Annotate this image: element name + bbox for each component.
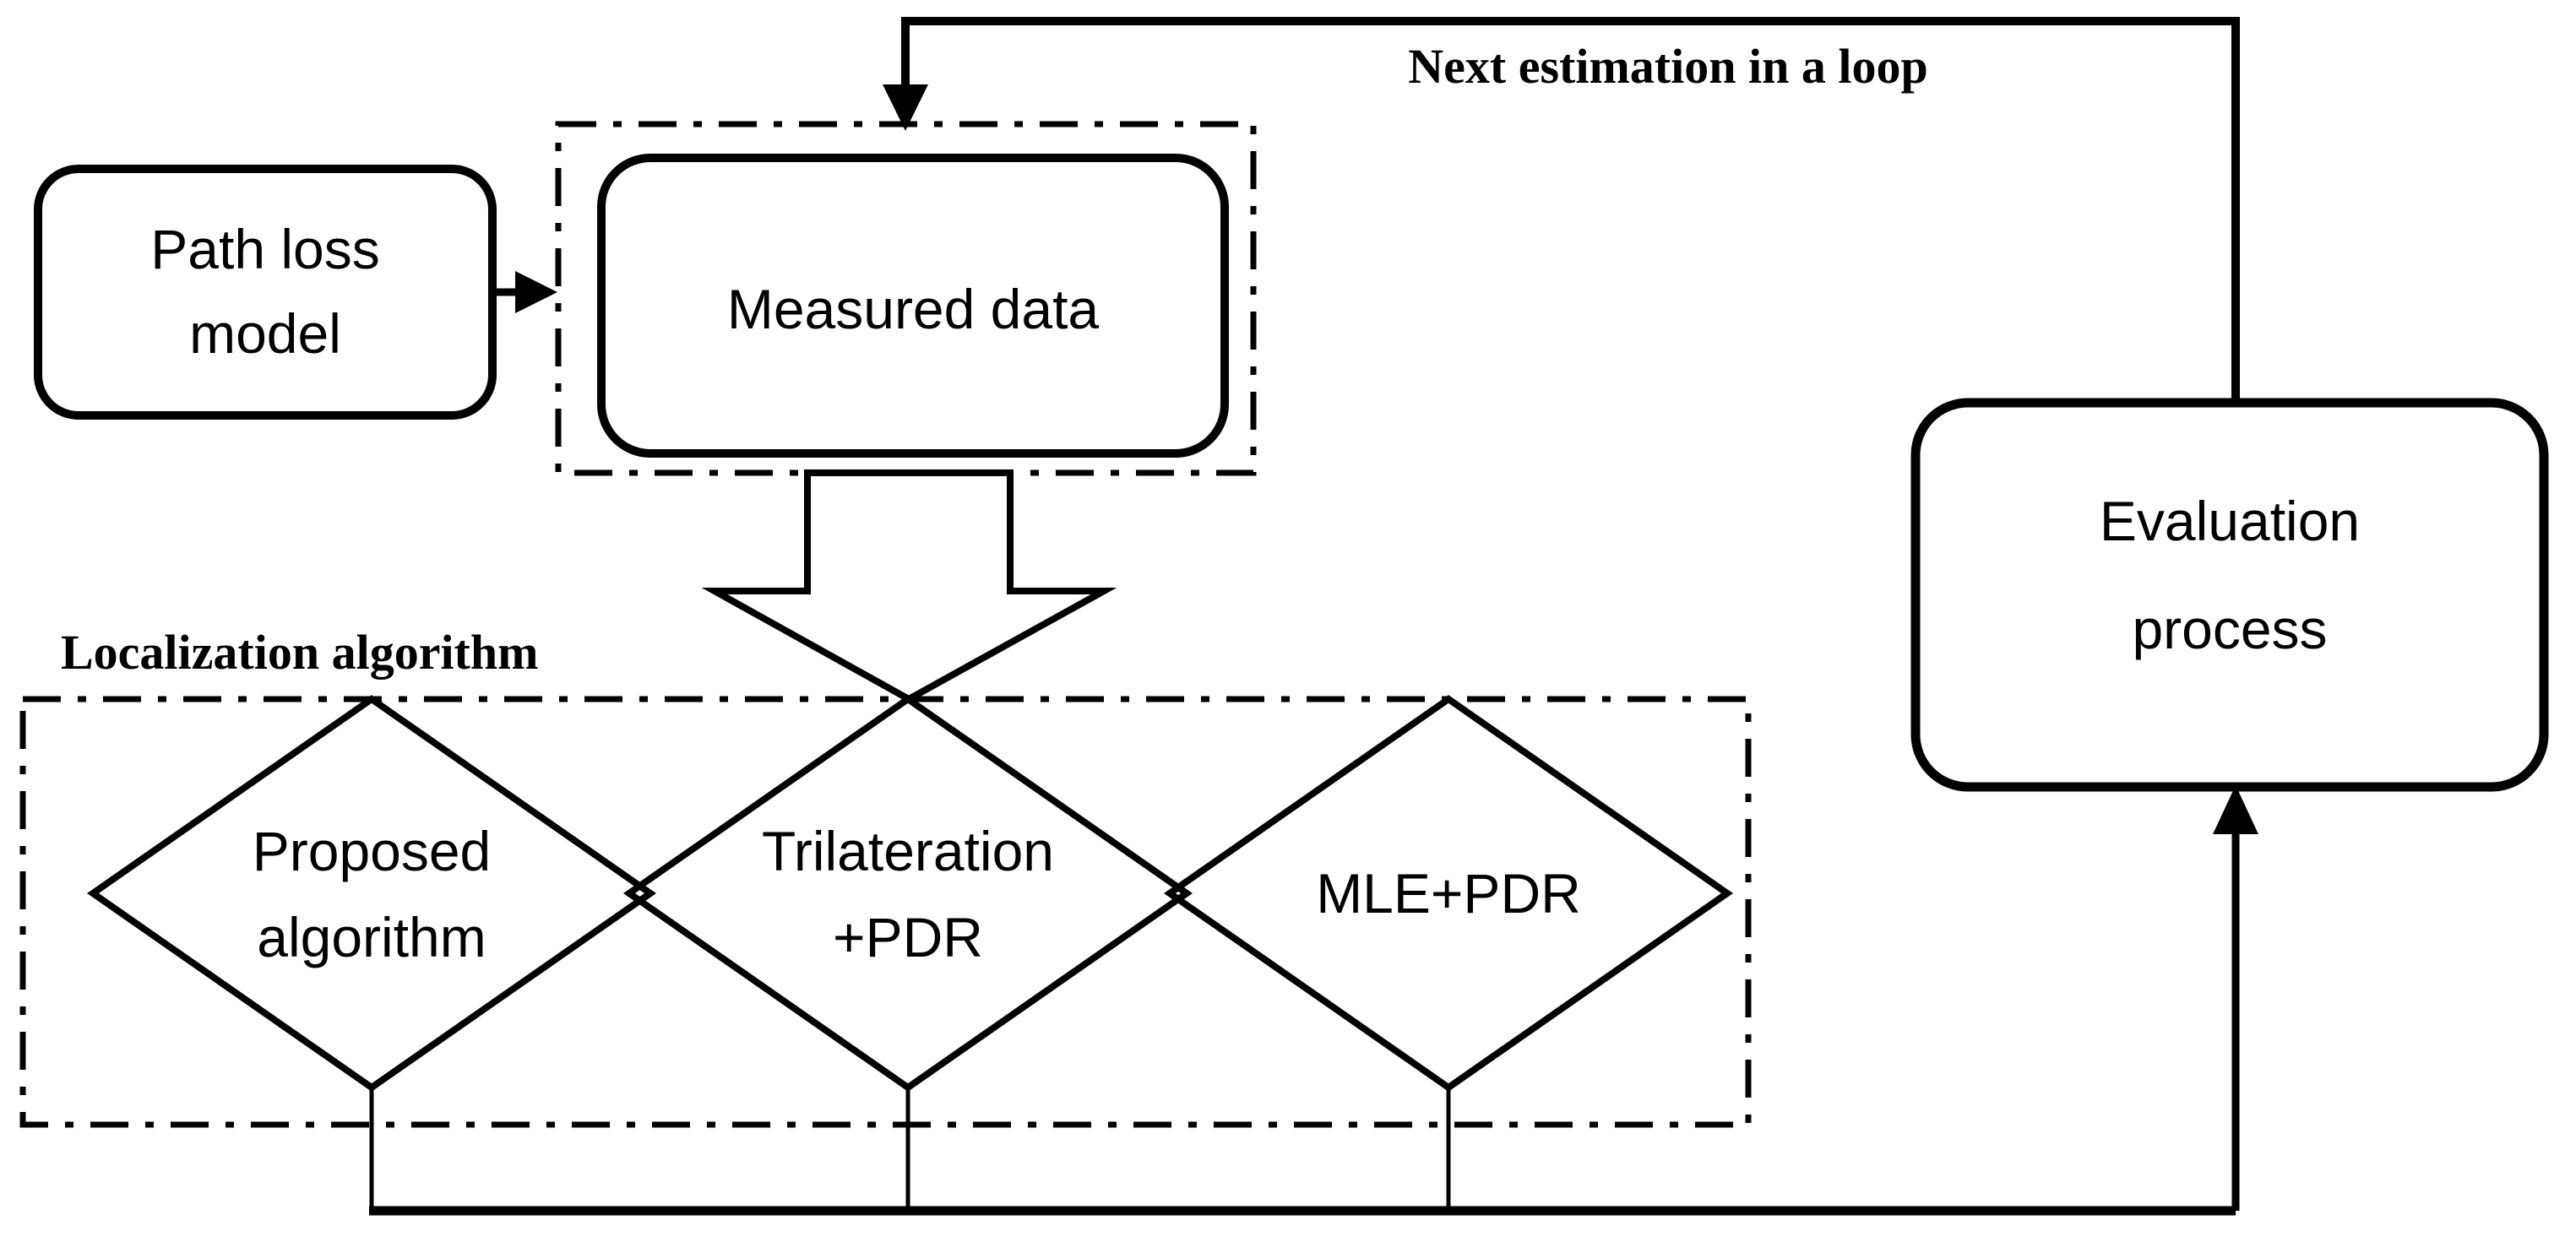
loop-arrowhead-down-icon xyxy=(883,84,928,131)
localization-dashed-container xyxy=(19,696,1752,1128)
localization-algorithm-label: Localization algorithm xyxy=(61,625,538,680)
trilateration-pdr-label-line2: +PDR xyxy=(833,906,983,968)
path-loss-model-label-line2: model xyxy=(189,302,341,365)
evaluation-process-label-line2: process xyxy=(2132,598,2327,660)
path-loss-model-box xyxy=(34,165,497,420)
pathloss-to-measured-arrowhead-icon xyxy=(515,271,557,313)
block-arrow-down-icon xyxy=(701,469,1117,703)
proposed-algorithm-label-line2: algorithm xyxy=(257,906,486,968)
trilateration-pdr-label-line1: Trilateration xyxy=(762,820,1054,882)
mle-pdr-label: MLE+PDR xyxy=(1316,862,1581,925)
measured-data-label: Measured data xyxy=(727,278,1100,340)
path-loss-model-label-line1: Path loss xyxy=(150,218,379,280)
loop-feedback-line xyxy=(901,17,2240,403)
loop-label: Next estimation in a loop xyxy=(1408,39,1927,94)
trilateration-pdr-diamond xyxy=(623,695,1193,1092)
proposed-algorithm-label-line1: Proposed xyxy=(253,820,492,882)
evaluation-process-box xyxy=(1910,398,2549,792)
bus-to-evaluation-arrowhead-up-icon xyxy=(2213,785,2258,834)
proposed-algorithm-diamond xyxy=(87,695,656,1092)
evaluation-process-label-line1: Evaluation xyxy=(2100,490,2360,552)
measured-data-box xyxy=(597,154,1229,458)
